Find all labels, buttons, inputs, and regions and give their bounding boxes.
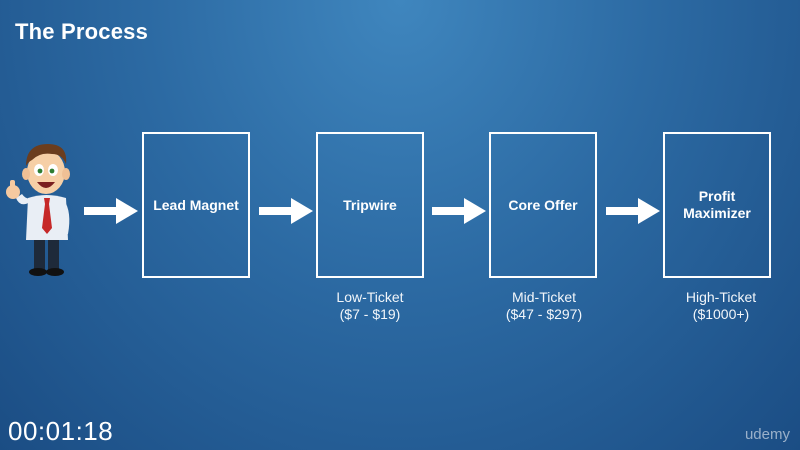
video-timestamp: 00:01:18: [8, 416, 114, 446]
step-caption-profit-maximizer: High-Ticket ($1000+): [651, 289, 791, 323]
step-caption-tripwire: Low-Ticket ($7 - $19): [300, 289, 440, 323]
arrow-right-icon: [84, 198, 138, 224]
step-box-tripwire: Tripwire: [316, 132, 424, 278]
businessman-thumbs-up-icon: [6, 144, 70, 276]
step-caption-core-offer: Mid-Ticket ($47 - $297): [474, 289, 614, 323]
step-label-tripwire: Tripwire: [343, 196, 397, 213]
step-box-core-offer: Core Offer: [489, 132, 597, 278]
caption-price: ($1000+): [692, 306, 750, 322]
caption-price: ($47 - $297): [505, 306, 583, 322]
caption-price: ($7 - $19): [339, 306, 401, 322]
caption-tier: Low-Ticket: [336, 289, 404, 305]
arrow-right-icon: [259, 198, 313, 224]
arrow-right-icon: [606, 198, 660, 224]
slide-title: The Process: [15, 19, 149, 44]
step-label-profit-maximizer: Profit Maximizer: [683, 188, 751, 221]
caption-tier: High-Ticket: [685, 289, 757, 305]
step-box-lead-magnet: Lead Magnet: [142, 132, 250, 278]
arrow-right-icon: [432, 198, 486, 224]
step-label-lead-magnet: Lead Magnet: [153, 196, 239, 213]
caption-tier: Mid-Ticket: [511, 289, 577, 305]
step-box-profit-maximizer: Profit Maximizer: [663, 132, 771, 278]
brand-watermark: udemy: [744, 426, 790, 443]
step-label-core-offer: Core Offer: [508, 196, 578, 213]
